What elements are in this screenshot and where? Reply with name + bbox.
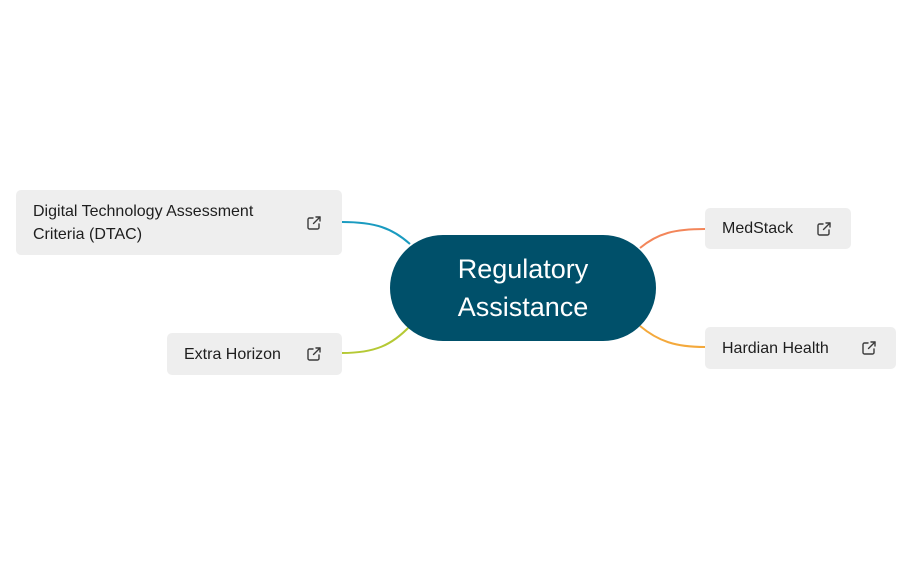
- external-link-icon[interactable]: [816, 221, 832, 237]
- topic-extra-horizon-label: Extra Horizon: [184, 345, 281, 363]
- central-topic[interactable]: Regulatory Assistance: [390, 235, 656, 341]
- branch-extra-horizon: [341, 325, 411, 354]
- topic-hardian-health-label: Hardian Health: [722, 339, 829, 357]
- central-topic-label: Regulatory Assistance: [457, 254, 589, 322]
- external-link-icon[interactable]: [306, 346, 322, 362]
- branch-medstack: [639, 228, 706, 249]
- external-link-icon[interactable]: [306, 215, 322, 231]
- external-link-icon[interactable]: [861, 340, 877, 356]
- branch-hardian-health: [639, 325, 706, 348]
- topic-medstack-label: MedStack: [722, 220, 794, 237]
- topic-hardian-health[interactable]: Hardian Health: [705, 327, 896, 369]
- topic-dtac-label: Digital Technology Assessment Criteria (…: [33, 202, 254, 243]
- topic-dtac[interactable]: Digital Technology Assessment Criteria (…: [16, 190, 342, 255]
- topic-medstack[interactable]: MedStack: [705, 208, 851, 249]
- topic-extra-horizon[interactable]: Extra Horizon: [167, 333, 342, 375]
- branch-dtac: [341, 221, 411, 245]
